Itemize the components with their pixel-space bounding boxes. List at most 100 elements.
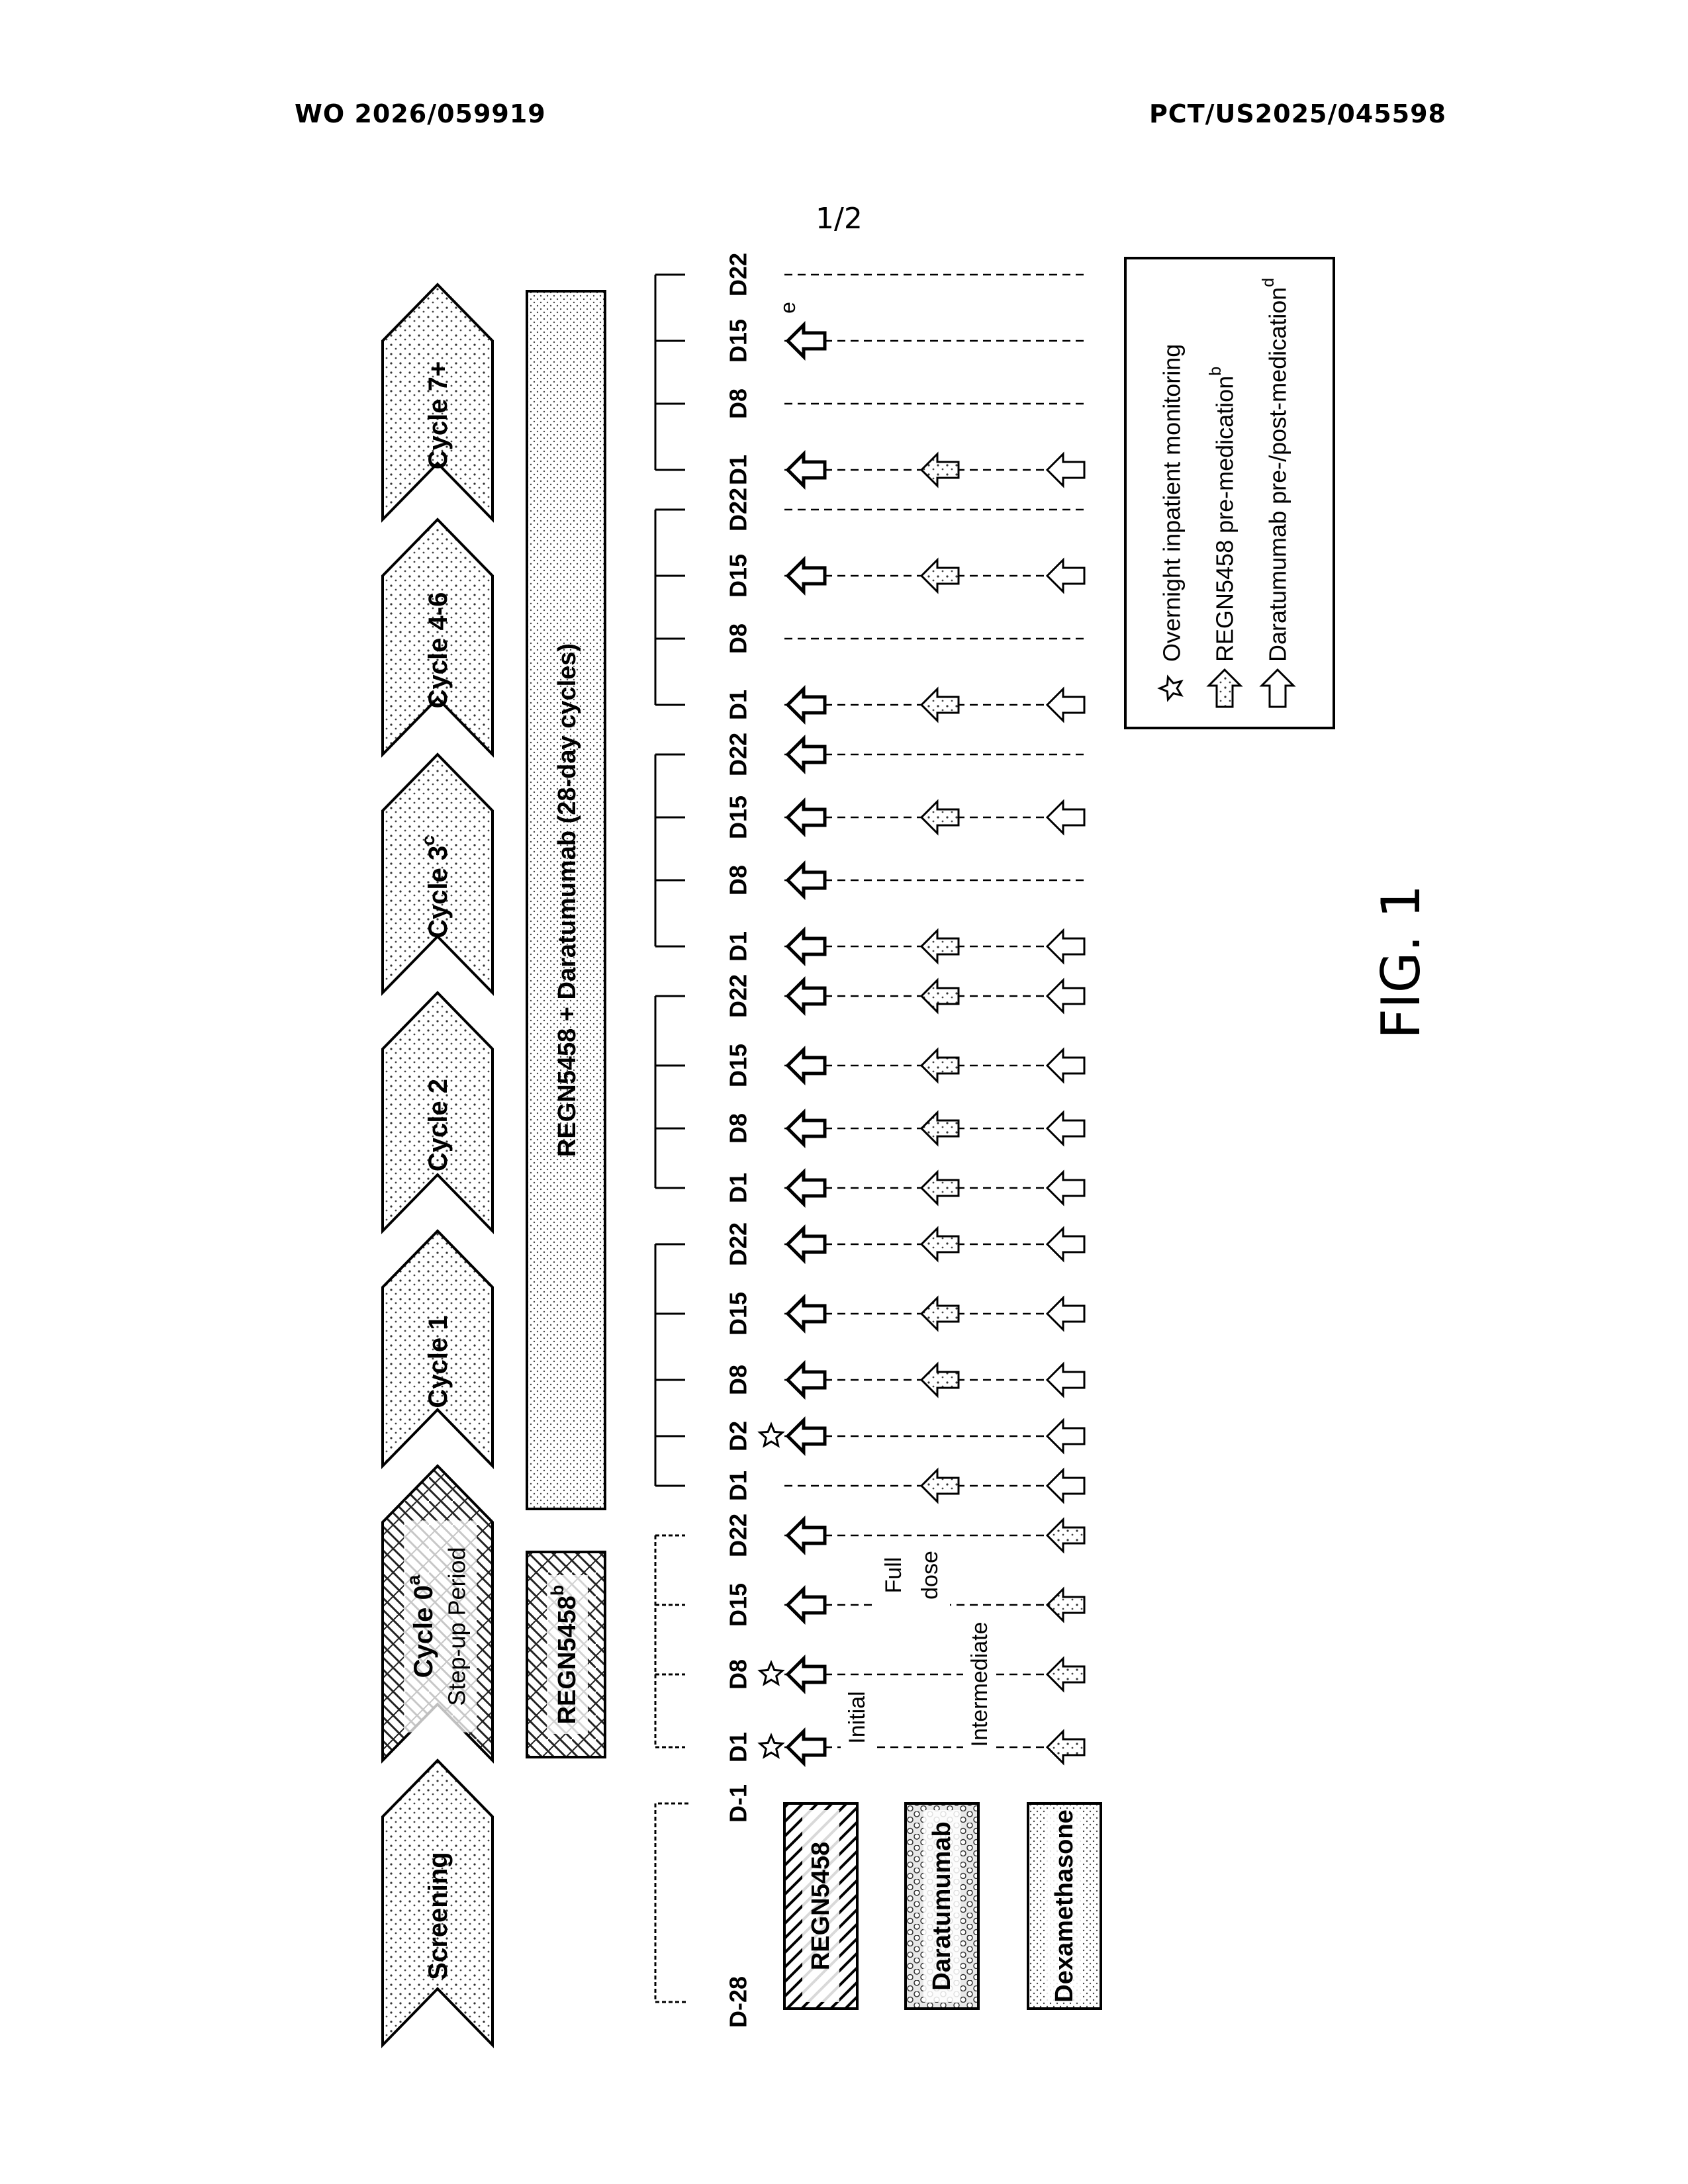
arrow-icon (1047, 1731, 1084, 1763)
arrow-icon (788, 980, 825, 1012)
period-label: Cycle 4-6 (424, 592, 453, 709)
arrow-icon (788, 864, 825, 896)
arrow-icon (1047, 1589, 1084, 1621)
day-label: D15 (725, 1583, 752, 1627)
day-label: D15 (725, 796, 752, 839)
legend-text: Overnight inpatient monitoring (1158, 344, 1186, 662)
arrow-icon (788, 1228, 825, 1260)
arrow-icon (921, 1228, 959, 1260)
arrow-icon (788, 689, 825, 721)
period-label: Cycle 2 (424, 1079, 453, 1171)
arrow-icon (788, 739, 825, 770)
arrow-icon (788, 1172, 825, 1204)
legend-text: REGN5458 pre-medicationb (1206, 367, 1239, 662)
dose-label-initial: Initial (845, 1691, 870, 1743)
arrow-icon (1047, 1172, 1084, 1204)
day-label: D8 (725, 623, 752, 654)
day-label: D1 (725, 690, 752, 720)
drug-label: REGN5458 (807, 1842, 835, 1970)
day-label: D1 (725, 455, 752, 485)
arrow-icon (1047, 1298, 1084, 1330)
arrow-icon (788, 1520, 825, 1551)
arrow-icon (788, 931, 825, 962)
day-label: D22 (725, 974, 752, 1018)
arrow-icon (1047, 1050, 1084, 1081)
day-label: D8 (725, 1365, 752, 1395)
arrow-icon (788, 801, 825, 833)
day-label: D1 (725, 931, 752, 962)
day-label: D22 (725, 1222, 752, 1266)
arrow-icon (788, 1731, 825, 1763)
arrow-icon (921, 1364, 959, 1396)
arrow-icon (1047, 801, 1084, 833)
day-label: D8 (725, 388, 752, 419)
arrow-icon (921, 1298, 959, 1330)
arrow-icon (921, 1172, 959, 1204)
day-label: D1 (725, 1732, 752, 1762)
arrow-icon (788, 1420, 825, 1452)
arrow-icon (921, 560, 959, 592)
arrow-icon (921, 689, 959, 721)
day-label: D8 (725, 1113, 752, 1144)
drug-label: Dexamethasone (1051, 1809, 1078, 2002)
combo-bar-label: REGN5458 + Daratumumab (28-day cycles) (553, 643, 581, 1157)
day-label: D15 (725, 1044, 752, 1087)
arrow-icon (1047, 689, 1084, 721)
footnote-e: e (776, 302, 800, 314)
arrow-icon (788, 1589, 825, 1621)
arrow-icon (921, 454, 959, 486)
drug-label: Daratumumab (928, 1821, 956, 1991)
arrow-icon (1047, 1420, 1084, 1452)
arrow-icon (921, 801, 959, 833)
arrow-icon (788, 1050, 825, 1081)
star-icon (760, 1424, 782, 1446)
dose-label-dose: dose (917, 1551, 943, 1600)
arrow-icon (1047, 1228, 1084, 1260)
dose-label-intermediate: Intermediate (967, 1622, 992, 1747)
day-label: D15 (725, 554, 752, 598)
day-label: D-1 (725, 1784, 752, 1823)
arrow-icon (1047, 1113, 1084, 1144)
arrow-icon (788, 1364, 825, 1396)
day-label: D8 (725, 865, 752, 895)
arrow-icon (1047, 980, 1084, 1012)
day-label: D22 (725, 488, 752, 531)
arrow-icon (1047, 1470, 1084, 1502)
arrow-icon (921, 1050, 959, 1081)
day-label: D2 (725, 1421, 752, 1451)
star-icon (760, 1735, 782, 1757)
arrow-icon (788, 325, 825, 357)
legend-text: Daratumumab pre-/post-medicationd (1259, 278, 1291, 662)
arrow-icon (788, 454, 825, 486)
arrow-icon (921, 1113, 959, 1144)
star-icon (760, 1662, 782, 1684)
arrow-icon (921, 980, 959, 1012)
period-label: Cycle 1 (424, 1315, 453, 1408)
arrow-icon (788, 1298, 825, 1330)
screening-bracket (655, 1803, 688, 2002)
arrow-icon (788, 1113, 825, 1144)
period-label: Cycle 7+ (424, 361, 453, 469)
day-label: D1 (725, 1173, 752, 1203)
arrow-icon (788, 560, 825, 592)
arrow-icon (1047, 931, 1084, 962)
arrow-icon (1047, 1364, 1084, 1396)
period-sublabel: Step-up Period (444, 1547, 471, 1706)
period-label: Screening (424, 1852, 453, 1979)
day-label: D8 (725, 1659, 752, 1690)
dose-label-full: Full (881, 1557, 906, 1594)
day-label: D22 (725, 253, 752, 296)
arrow-icon (1047, 1520, 1084, 1551)
arrow-icon (1047, 560, 1084, 592)
day-label: D15 (725, 319, 752, 363)
arrow-icon (788, 1659, 825, 1690)
day-label: D22 (725, 733, 752, 776)
day-label: D22 (725, 1514, 752, 1557)
day-label: D-28 (725, 1976, 752, 2028)
arrow-icon (1047, 1659, 1084, 1690)
arrow-icon (921, 931, 959, 962)
arrow-icon (1047, 454, 1084, 486)
day-label: D15 (725, 1292, 752, 1336)
arrow-icon (921, 1470, 959, 1502)
